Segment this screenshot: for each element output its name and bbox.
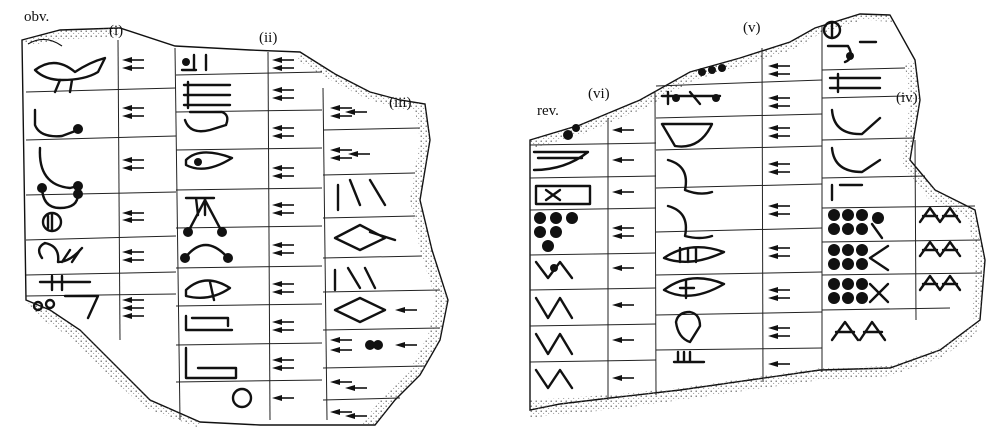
- column-label-i: (i): [109, 23, 124, 39]
- column-label-vi: (vi): [588, 86, 610, 102]
- reverse-column-v-signs: [660, 62, 791, 368]
- column-label-iii: (iii): [389, 95, 412, 111]
- column-label-ii: (ii): [259, 30, 278, 46]
- obverse-column-iii-rules: [322, 127, 441, 401]
- obverse-column-i-rules: [25, 87, 177, 297]
- reverse-column-vi-rules: [529, 142, 657, 363]
- obverse-column-ii-signs: [180, 53, 295, 409]
- column-label-iv: (iv): [896, 90, 918, 106]
- obverse-column-ii-rules: [175, 71, 323, 383]
- obverse-label: obv.: [24, 9, 50, 25]
- reverse-label: rev.: [537, 103, 559, 119]
- reverse-outline: [529, 13, 986, 411]
- obverse-face: [21, 27, 449, 428]
- obverse-column-i-signs: [32, 56, 145, 320]
- obverse-outline: [21, 27, 449, 426]
- reverse-face: [529, 13, 986, 418]
- reverse-column-v-rules: [655, 79, 823, 351]
- reverse-column-iv-signs: [822, 20, 962, 342]
- reverse-column-vi-signs: [532, 124, 635, 390]
- reverse-column-iv-rules: [821, 67, 983, 311]
- column-label-v: (v): [743, 20, 761, 36]
- obverse-column-iii-signs: [329, 104, 418, 420]
